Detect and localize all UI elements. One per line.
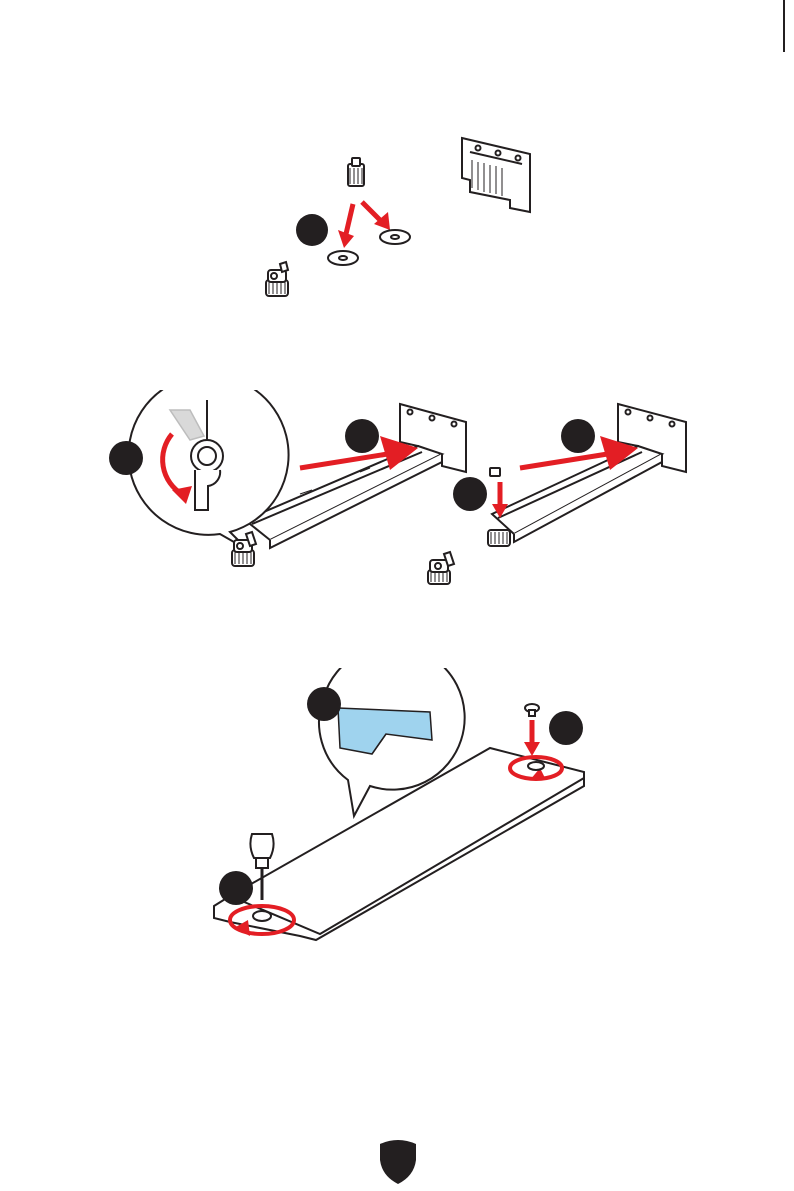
step-badge-peel-film [307,687,341,721]
screw-arrow [524,742,540,756]
step-badge-insert-ssd-left [345,419,379,453]
step-badge-rotate-latch [109,441,143,475]
m2-slot-connector-icon [462,138,530,212]
diagram-standoff-relocation [240,130,540,310]
standoff-latch-icon [266,262,288,296]
standoff-latch-icon [428,552,454,584]
step-badge-insert-ssd-right [561,419,595,453]
step-badge-remove-standoff [296,214,328,246]
standoff-screw-icon [348,158,364,186]
standoff-screw-icon [525,704,539,716]
step-badge-heatsink-screw-left [219,871,253,905]
shield-logo-icon [378,1138,418,1184]
page-edge-line [783,0,785,52]
step-badge-heatsink-screw-right [549,711,583,745]
diagram-install-heatsink [200,668,600,958]
step-badge-secure-screw-right [453,477,487,511]
diagram-install-ssd [100,390,700,600]
